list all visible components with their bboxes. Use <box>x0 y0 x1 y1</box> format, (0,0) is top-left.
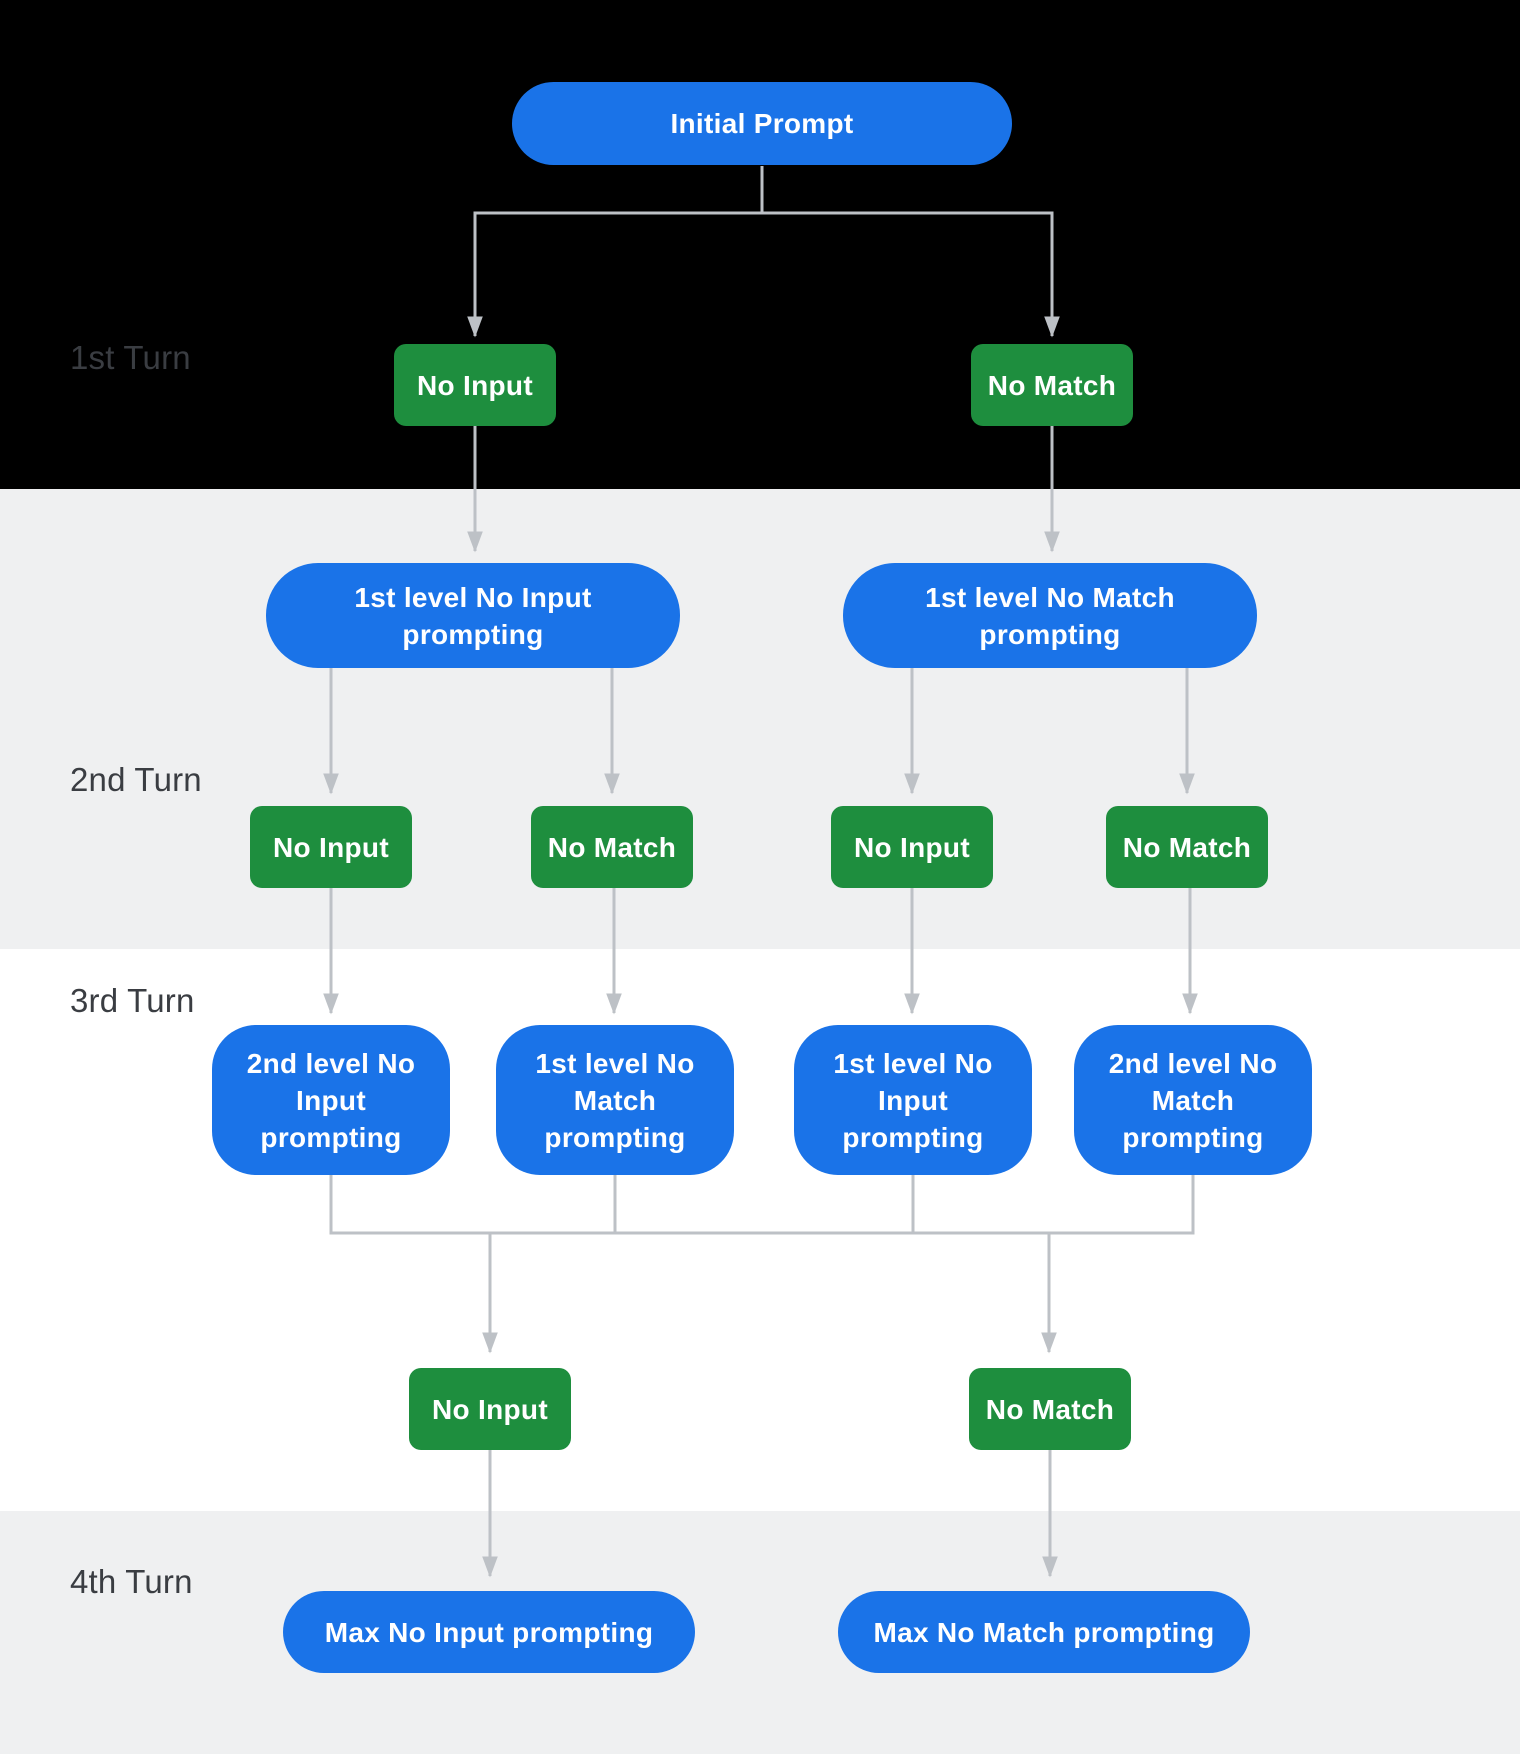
node-t3-prompt-1st-no-match: 1st level No Match prompting <box>496 1025 734 1175</box>
node-t1-no-input: No Input <box>394 344 556 426</box>
turn1-label: 1st Turn <box>70 339 191 376</box>
node-t3-prompt-1st-no-input: 1st level No Input prompting <box>794 1025 1032 1175</box>
band-turn1-background <box>0 0 1520 489</box>
node-t2-event-no-match-2: No Match <box>1106 806 1268 888</box>
band-turn4-background <box>0 1511 1520 1754</box>
node-t3-no-input: No Input <box>409 1368 571 1450</box>
node-t3-prompt-2nd-no-match: 2nd level No Match prompting <box>1074 1025 1312 1175</box>
node-t3-no-match: No Match <box>969 1368 1131 1450</box>
node-t2-prompt-no-input: 1st level No Input prompting <box>266 563 680 668</box>
turn2-label: 2nd Turn <box>70 761 202 798</box>
turn3-label: 3rd Turn <box>70 982 195 1019</box>
node-t4-max-no-input: Max No Input prompting <box>283 1591 695 1673</box>
node-t2-event-no-input-2: No Input <box>831 806 993 888</box>
turn4-label: 4th Turn <box>70 1563 193 1600</box>
node-t1-no-match: No Match <box>971 344 1133 426</box>
node-t3-prompt-2nd-no-input: 2nd level No Input prompting <box>212 1025 450 1175</box>
node-t2-event-no-match-1: No Match <box>531 806 693 888</box>
node-t2-prompt-no-match: 1st level No Match prompting <box>843 563 1257 668</box>
node-t2-event-no-input-1: No Input <box>250 806 412 888</box>
node-t4-max-no-match: Max No Match prompting <box>838 1591 1250 1673</box>
node-initial-prompt: Initial Prompt <box>512 82 1012 165</box>
